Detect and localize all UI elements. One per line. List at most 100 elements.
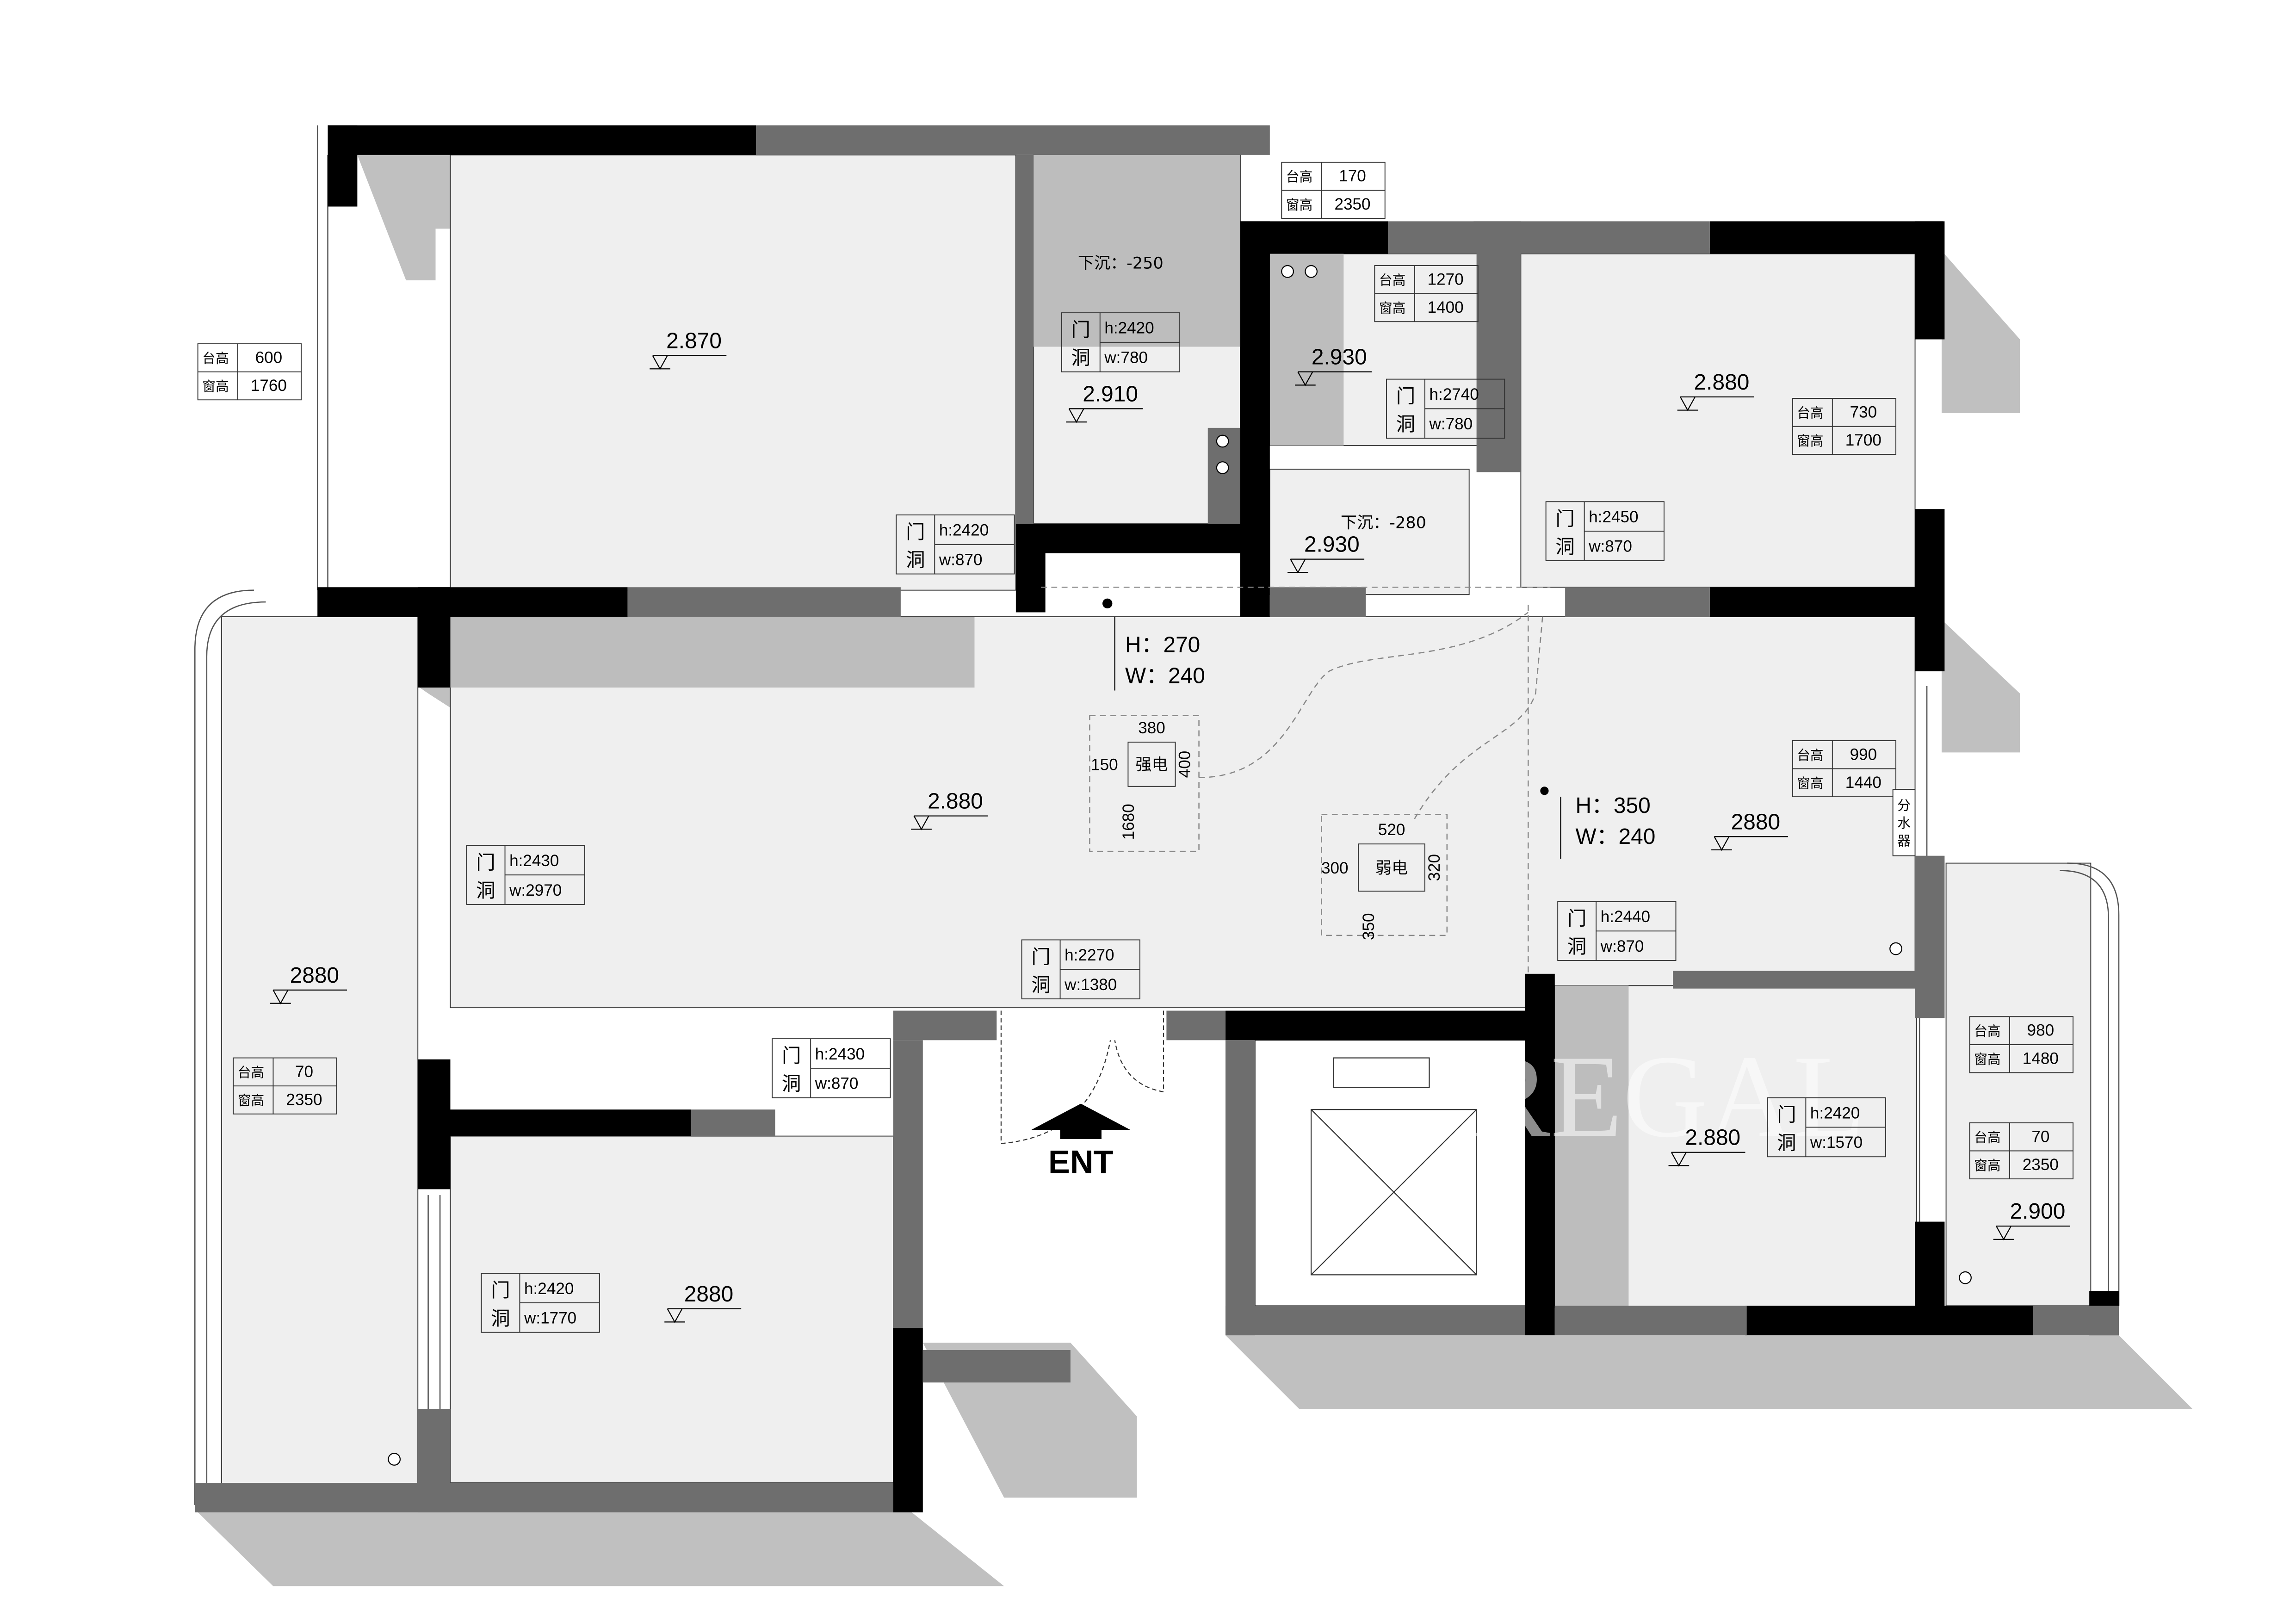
sill-height-label: 台高 bbox=[1286, 169, 1312, 185]
strong-electric-panel-box bbox=[1127, 742, 1176, 787]
drain-icon bbox=[1216, 434, 1229, 448]
sill-height-value: 70 bbox=[2031, 1127, 2049, 1146]
door-opening-label: 洞 bbox=[1071, 347, 1091, 369]
drain-icon bbox=[1216, 461, 1229, 474]
door-opening-label: 洞 bbox=[1567, 935, 1587, 958]
strong-electric-panel-dim-left: 150 bbox=[1091, 756, 1118, 774]
door-opening-label: 洞 bbox=[1396, 413, 1416, 435]
window-table-grid bbox=[198, 344, 302, 400]
door-opening-label: 洞 bbox=[782, 1073, 801, 1095]
stair-shaft bbox=[1311, 1057, 1477, 1276]
drain-icon bbox=[1281, 265, 1294, 278]
sill-height-label: 台高 bbox=[1797, 747, 1823, 763]
door-opening-grid bbox=[934, 514, 1015, 574]
window-table-grid bbox=[1281, 162, 1385, 218]
window-height-value: 1400 bbox=[1428, 298, 1464, 316]
window-height-label: 窗高 bbox=[1974, 1051, 2000, 1067]
window-height-label: 窗高 bbox=[1797, 775, 1823, 791]
door-width: w:870 bbox=[1588, 538, 1632, 556]
window-height-label: 窗高 bbox=[238, 1093, 264, 1109]
beam-leader bbox=[1114, 617, 1561, 859]
door-opening-label: 洞 bbox=[906, 549, 925, 571]
strong-electric-panel-dim-bottom: 1680 bbox=[1120, 804, 1138, 840]
sill-height-value: 170 bbox=[1339, 167, 1366, 185]
door-opening-label: 门 bbox=[782, 1045, 801, 1067]
door-opening-label: 门 bbox=[1777, 1104, 1796, 1126]
door-opening-label: 洞 bbox=[1031, 974, 1051, 996]
elevation-label: 2880 bbox=[1731, 810, 1780, 834]
door-height: h:2430 bbox=[509, 852, 559, 870]
entrance-door bbox=[1000, 1010, 1164, 1144]
water-manifold-box bbox=[1892, 789, 1916, 856]
weak-electric-panel-dim-bottom: 350 bbox=[1360, 913, 1378, 940]
walls-secondary bbox=[195, 125, 2119, 1512]
elevation-symbol-icon bbox=[270, 989, 347, 1004]
sill-height-value: 70 bbox=[295, 1063, 313, 1081]
window-height-label: 窗高 bbox=[202, 378, 229, 394]
sill-height-value: 1270 bbox=[1428, 271, 1464, 289]
elevation-symbol-icon bbox=[1287, 558, 1365, 574]
elevation-label: 2.930 bbox=[1304, 533, 1360, 557]
door-opening-label: 门 bbox=[1396, 385, 1416, 408]
room-balcony-right bbox=[1945, 862, 2092, 1307]
weak-electric-panel-box bbox=[1358, 843, 1425, 892]
window-table-grid bbox=[1374, 266, 1478, 322]
door-opening-label: 门 bbox=[1555, 508, 1575, 530]
sill-height-label: 台高 bbox=[202, 351, 229, 366]
beam-height: H：350 bbox=[1575, 793, 1650, 818]
door-opening-label: 门 bbox=[491, 1279, 510, 1301]
window-height-label: 窗高 bbox=[1379, 300, 1405, 316]
door-height: h:2420 bbox=[524, 1280, 574, 1298]
door-opening-grid bbox=[519, 1273, 600, 1332]
room-bedroom-1 bbox=[450, 154, 1016, 591]
door-width: w:780 bbox=[1429, 415, 1473, 433]
room-bedroom-2 bbox=[1520, 253, 1916, 588]
window-table-grid bbox=[1792, 740, 1896, 797]
elevation-label: 2.880 bbox=[1694, 370, 1750, 395]
water-manifold-label: 器 bbox=[1897, 833, 1911, 849]
strong-electric-panel-label: 强电 bbox=[1135, 756, 1168, 774]
drain-icon bbox=[1305, 265, 1318, 278]
door-height: h:2420 bbox=[1104, 319, 1154, 337]
elevation-label: 2.880 bbox=[928, 789, 983, 814]
door-opening-label: 洞 bbox=[491, 1307, 510, 1330]
elevation-label: 2.910 bbox=[1083, 382, 1138, 406]
door-opening-label: 门 bbox=[476, 851, 495, 873]
wiring bbox=[1041, 586, 1551, 974]
window-table-grid bbox=[1792, 398, 1896, 455]
window-table-grid bbox=[1969, 1122, 2073, 1179]
elevation-label: 2880 bbox=[290, 963, 339, 988]
elevation-label: 2880 bbox=[684, 1282, 733, 1307]
fixtures bbox=[388, 265, 1972, 1466]
elevation-symbol-icon bbox=[664, 1308, 742, 1323]
elevation-label: 2.900 bbox=[2010, 1199, 2066, 1224]
sill-height-value: 600 bbox=[255, 349, 283, 367]
door-width: w:870 bbox=[939, 551, 983, 569]
drain-icon bbox=[1959, 1271, 1972, 1284]
window-table-grid bbox=[233, 1058, 337, 1114]
water-manifold-label: 水 bbox=[1897, 815, 1911, 831]
door-height: h:2270 bbox=[1064, 946, 1114, 964]
door-width: w:1380 bbox=[1064, 976, 1117, 994]
sill-height-value: 990 bbox=[1850, 745, 1877, 763]
sill-height-label: 台高 bbox=[1974, 1023, 2000, 1039]
door-opening-label: 门 bbox=[1567, 908, 1587, 930]
window-height-value: 1440 bbox=[1845, 774, 1881, 792]
door-opening-grid bbox=[1805, 1097, 1886, 1157]
sill-height-label: 台高 bbox=[1379, 273, 1405, 288]
weak-electric-panel-dim-top: 520 bbox=[1378, 821, 1405, 839]
door-opening-label: 门 bbox=[1031, 946, 1051, 968]
elevation-symbol-icon bbox=[911, 815, 988, 830]
window-height-label: 窗高 bbox=[1797, 433, 1823, 449]
door-width: w:870 bbox=[815, 1075, 859, 1093]
window-height-value: 1760 bbox=[251, 377, 287, 395]
door-height: h:2430 bbox=[815, 1045, 865, 1063]
entrance-label: ENT bbox=[1048, 1143, 1114, 1180]
door-width: w:2970 bbox=[509, 881, 562, 899]
sill-height-label: 台高 bbox=[1974, 1129, 2000, 1145]
weak-electric-panel-dim-left: 300 bbox=[1321, 859, 1349, 877]
window-height-value: 2350 bbox=[2023, 1156, 2059, 1174]
door-opening-label: 门 bbox=[1071, 319, 1091, 341]
door-opening-label: 洞 bbox=[476, 880, 495, 902]
door-width: w:1570 bbox=[1810, 1134, 1863, 1152]
